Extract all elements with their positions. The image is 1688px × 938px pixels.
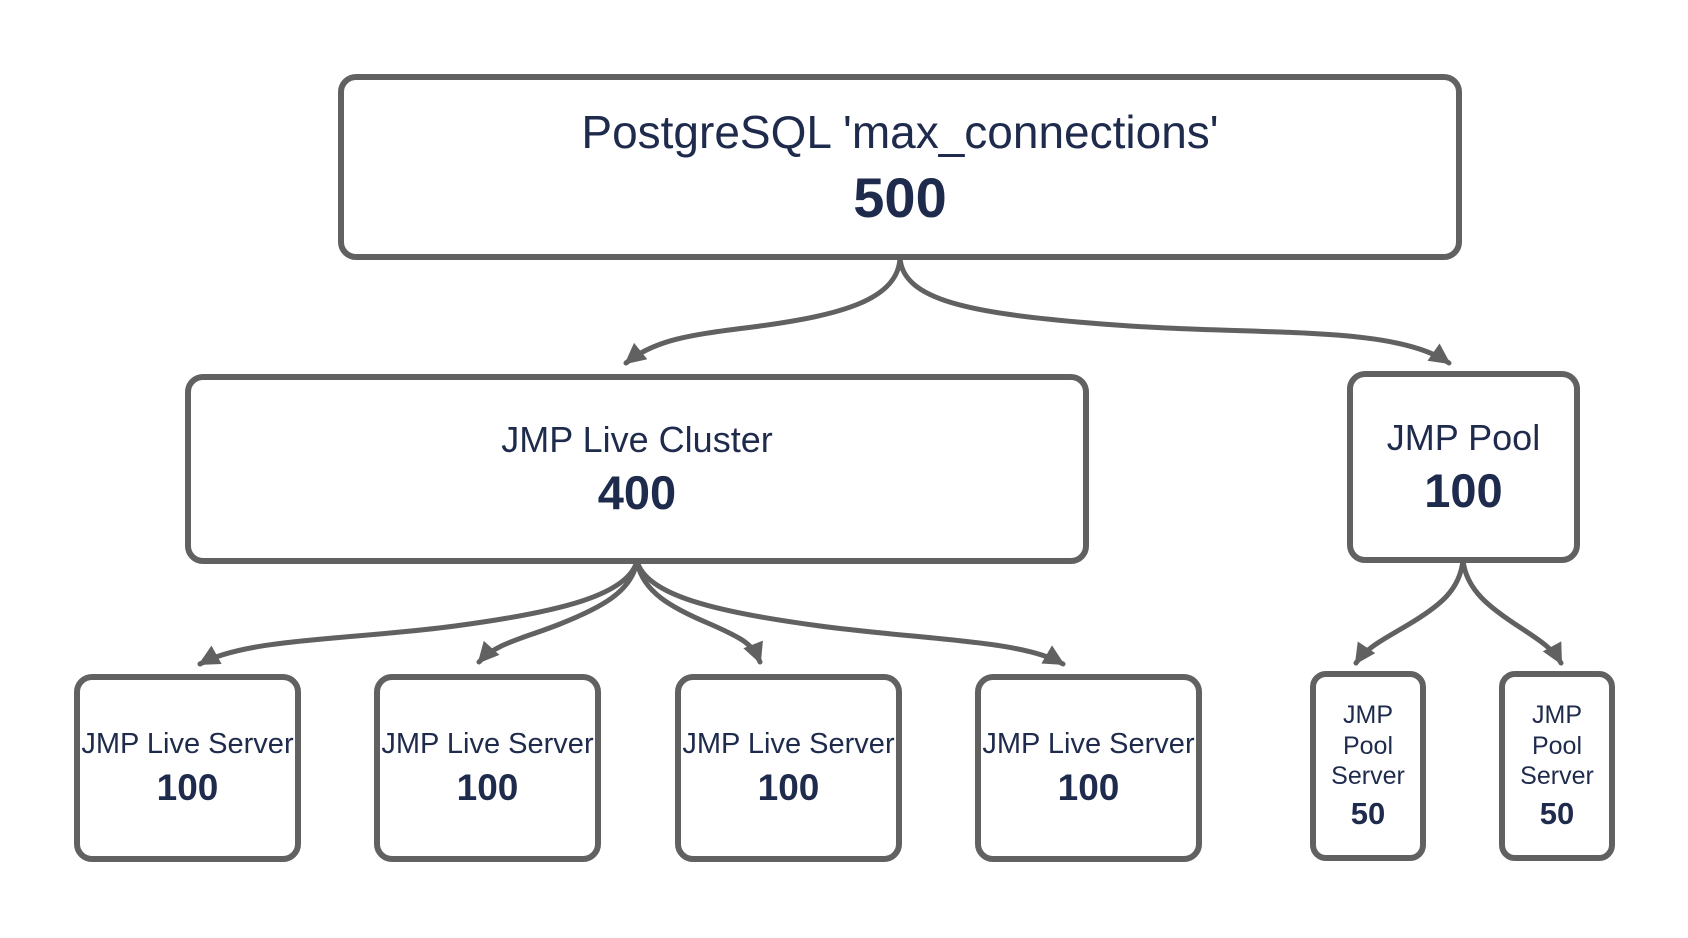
node-value: 50 — [1350, 795, 1386, 831]
node-value: 500 — [853, 165, 947, 229]
node-jmp-live-cluster: JMP Live Cluster 400 — [185, 374, 1089, 564]
node-label: JMP Pool Server — [1520, 701, 1594, 791]
node-jmp-live-server-1: JMP Live Server 100 — [74, 674, 301, 862]
arrow-cluster-to-server-4 — [634, 558, 1066, 667]
arrow-pool-to-pool-server-2 — [1460, 557, 1564, 666]
arrow-root-to-cluster — [623, 255, 903, 366]
arrow-cluster-to-server-1 — [197, 558, 640, 667]
node-label: JMP Live Server — [81, 728, 294, 761]
node-jmp-pool-server-2: JMP Pool Server 50 — [1499, 671, 1615, 861]
arrow-pool-to-pool-server-1 — [1353, 557, 1466, 666]
node-value: 100 — [1057, 766, 1120, 808]
node-jmp-pool-server-1: JMP Pool Server 50 — [1310, 671, 1426, 861]
node-label: JMP Pool — [1386, 416, 1541, 458]
node-label: PostgreSQL 'max_connections' — [581, 106, 1219, 159]
node-value: 400 — [597, 466, 677, 520]
node-jmp-live-server-3: JMP Live Server 100 — [675, 674, 902, 862]
node-value: 100 — [156, 766, 219, 808]
arrow-cluster-to-server-3 — [634, 558, 763, 665]
node-label: JMP Pool Server — [1331, 701, 1405, 791]
node-value: 100 — [456, 766, 519, 808]
node-label: JMP Live Cluster — [501, 418, 773, 460]
node-label: JMP Live Server — [381, 728, 594, 761]
node-jmp-live-server-4: JMP Live Server 100 — [975, 674, 1202, 862]
arrow-root-to-pool — [897, 255, 1452, 366]
node-value: 100 — [757, 766, 820, 808]
node-jmp-pool: JMP Pool 100 — [1347, 371, 1580, 563]
node-value: 100 — [1424, 464, 1503, 518]
node-value: 50 — [1539, 795, 1575, 831]
arrow-cluster-to-server-2 — [476, 558, 640, 665]
node-label: JMP Live Server — [982, 728, 1195, 761]
node-jmp-live-server-2: JMP Live Server 100 — [374, 674, 601, 862]
node-label: JMP Live Server — [682, 728, 895, 761]
node-postgresql-max-connections: PostgreSQL 'max_connections' 500 — [338, 74, 1462, 260]
